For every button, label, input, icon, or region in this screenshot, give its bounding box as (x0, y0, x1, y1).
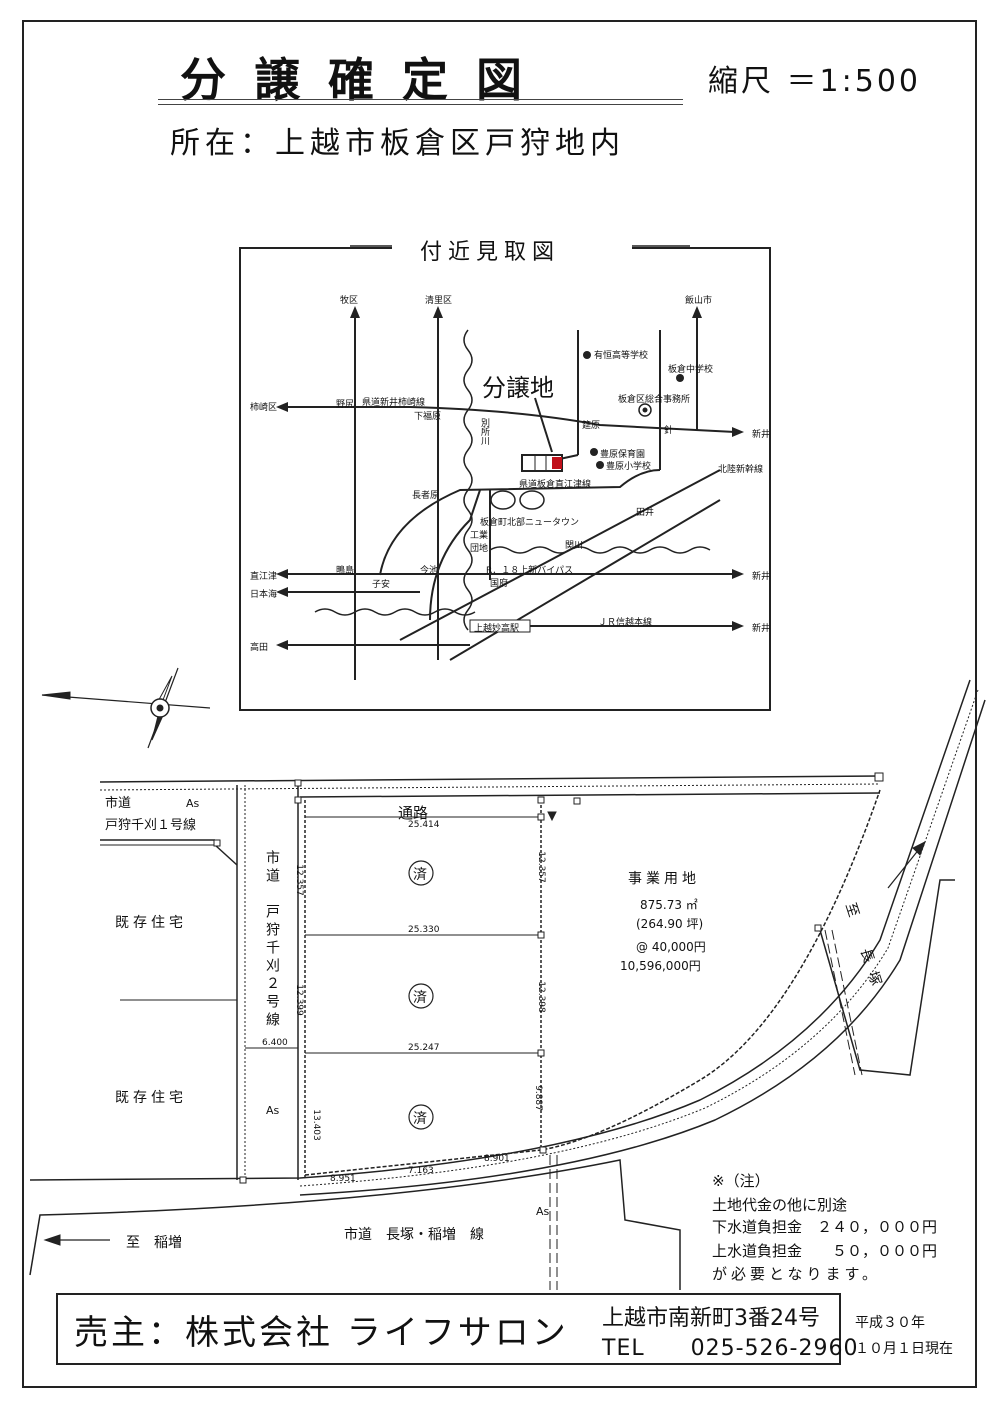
dim-right-3: 9.887 (532, 1085, 543, 1111)
dim-top-width: 25.414 (408, 820, 440, 830)
map-label-route-niiikakizaki: 県道新井柿崎線 (362, 398, 426, 408)
vicinity-map-title: 付近見取図 (420, 240, 561, 265)
map-label-nihonkai: 日本海 (250, 590, 278, 600)
dim-bottom-1: 8.951 (330, 1174, 356, 1184)
map-label-naoetsu: 直江津 (250, 572, 278, 582)
business-land-total-price: 10,596,000円 (620, 959, 701, 973)
map-label-itakura-jhs: 板倉中学校 (668, 365, 714, 375)
subdivision-label: 分譲地 (482, 374, 554, 402)
map-label-hokuriku-shinkansen: 北陸新幹線 (718, 465, 764, 475)
dim-mid-width-2: 25.247 (408, 1043, 440, 1053)
map-label-noziri: 野尻 (336, 400, 355, 410)
map-label-sekigawa: 関川 (565, 541, 584, 551)
river-bessho (463, 329, 473, 631)
map-label-route-itakuranaoetsu: 県道板倉直江津線 (519, 480, 592, 490)
existing-house-label-1: 既存住宅 (115, 915, 187, 931)
dim-right-2: 12.398 (535, 981, 546, 1013)
river-seki (489, 546, 711, 554)
map-label-kasahara: 筵原 (582, 421, 601, 431)
city-road-1-label-a: 市道 (105, 796, 132, 811)
business-land-title: 事業用地 (628, 871, 700, 887)
site-plan (29, 679, 986, 1290)
seller-name: 売主：株式会社 ライフサロン (74, 1313, 569, 1353)
map-label-r18-bypass: R．１８上新バイパス (486, 566, 574, 576)
map-label-koyasu: 子安 (372, 580, 391, 590)
compass-rose (41, 667, 211, 749)
map-label-jr-shinetsu: ＪＲ信越本線 (598, 618, 653, 628)
map-label-kakizakiku: 柿崎区 (250, 403, 278, 413)
map-label-arai-2: 新井 (752, 572, 771, 582)
sold-mark-1: 済 (413, 867, 427, 883)
city-road-1-label-b: 戸狩千刈１号線 (105, 818, 197, 833)
bottom-road-label: 市道 長塚・稲増 線 (344, 1227, 484, 1243)
title-underline (158, 99, 683, 105)
map-label-tai: 田井 (636, 508, 655, 518)
dim-left-3: 13.403 (310, 1109, 321, 1141)
map-label-bessho-river: 別所川 (479, 418, 489, 445)
map-landmarks (583, 351, 684, 469)
map-label-itakura-office: 板倉区総合事務所 (618, 395, 691, 405)
seller-box (56, 1293, 841, 1365)
notes-line-1: 土地代金の他に別途 (712, 1196, 848, 1214)
map-label-makuku: 牧区 (340, 296, 359, 306)
notes-line-3: 上水道負担金 ５０，０００円 (712, 1242, 938, 1260)
existing-house-label-2: 既存住宅 (115, 1090, 187, 1106)
scale-label: 縮尺 ＝1:500 (708, 64, 921, 99)
page-title: 分譲確定図 (180, 53, 550, 107)
access-road-label: 通路 (398, 804, 429, 822)
map-label-iiyama: 飯山市 (685, 296, 713, 306)
seller-tel: TEL 025-526-2960 (602, 1336, 859, 1361)
location-label: 所在：上越市板倉区戸狩地内 (170, 126, 625, 161)
map-label-chojahara: 長者原 (412, 491, 440, 501)
date-line-1: 平成３０年 (855, 1315, 925, 1331)
dim-bottom-3: 8.901 (484, 1154, 510, 1164)
map-label-shigishima: 鴫島 (336, 566, 355, 576)
dim-bottom-2: 7.163 (408, 1166, 434, 1176)
vicinity-title-bg (392, 232, 632, 262)
dim-right-1: 12.357 (535, 851, 546, 883)
map-label-toyohara-es: 豊原小学校 (606, 462, 652, 472)
subdivision-highlight (552, 457, 562, 469)
notes-line-2: 下水道負担金 ２４０，０００円 (712, 1218, 938, 1236)
to-inamasu-label: 至 稲増 (126, 1235, 182, 1251)
document-frame (22, 20, 977, 1388)
site-arrows (43, 811, 926, 1246)
boundary-markers (213, 772, 884, 1184)
asphalt-label-2: As (266, 1104, 280, 1117)
city-road-2-label: 市道 戸狩千刈２号線 (264, 850, 280, 1030)
dim-road-width: 6.400 (262, 1038, 288, 1048)
sold-mark-3: 済 (413, 1111, 427, 1127)
map-label-arai-1: 新井 (752, 430, 771, 440)
business-land-unit-price: @ 40,000円 (636, 940, 706, 954)
business-land-tsubo: (264.90 坪) (636, 917, 704, 931)
map-label-toyohara-nursery: 豊原保育園 (600, 450, 646, 460)
river-lower (314, 608, 476, 616)
sold-mark-2: 済 (413, 990, 427, 1006)
map-label-imaike: 今池 (420, 566, 439, 576)
map-label-takada: 高田 (250, 643, 269, 653)
dim-mid-width-1: 25.330 (408, 925, 440, 935)
map-label-hari: 針 (664, 426, 674, 436)
seller-address: 上越市南新町3番24号 (602, 1306, 820, 1331)
vicinity-map-frame (239, 247, 771, 711)
map-label-industrial-park: 工業団地 (470, 531, 489, 554)
dim-left-1: 12.357 (293, 864, 304, 896)
map-label-joetsumyoko-station: 上越妙高駅 (474, 624, 520, 634)
asphalt-label-1: As (186, 797, 200, 810)
map-label-shimofukubara: 下福原 (414, 412, 442, 422)
map-label-kokufu: 国府 (490, 579, 509, 589)
map-label-itakura-newtown: 板倉町北部ニュータウン (480, 518, 580, 528)
notes-heading: ※（注） (712, 1172, 770, 1190)
dim-left-2: 12.399 (293, 984, 304, 1016)
map-label-arai-3: 新井 (752, 624, 771, 634)
date-line-2: １０月１日現在 (855, 1341, 953, 1357)
map-label-yuugi-hs: 有恒高等学校 (594, 351, 649, 361)
notes-line-4: が必要となります。 (712, 1265, 882, 1283)
map-label-kiyosatoku: 清里区 (425, 296, 453, 306)
business-land-area: 875.73 ㎡ (640, 898, 698, 912)
map-arrows (276, 306, 744, 650)
asphalt-label-3: As (536, 1205, 550, 1218)
